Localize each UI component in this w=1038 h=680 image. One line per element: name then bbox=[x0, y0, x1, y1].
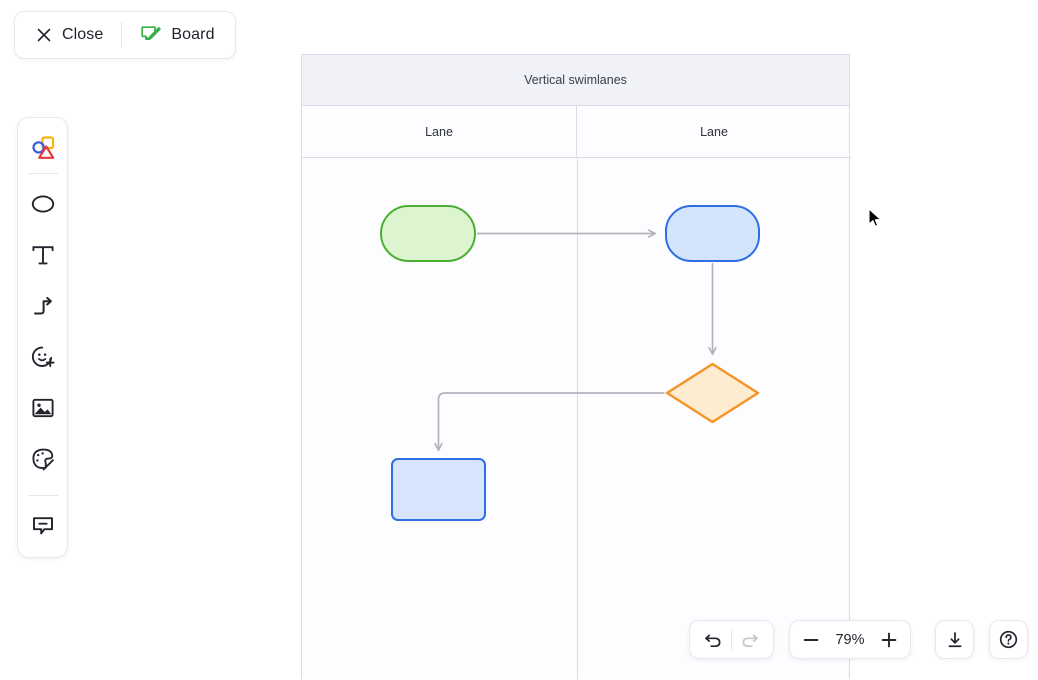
zoom-in-button[interactable] bbox=[874, 625, 904, 655]
shapes-icon bbox=[30, 135, 56, 161]
shape-process-a-rounded[interactable] bbox=[665, 205, 760, 262]
tool-shapes[interactable] bbox=[23, 128, 63, 167]
connector-arrow-icon bbox=[30, 293, 56, 319]
zoom-toolbar: 79% bbox=[789, 620, 911, 659]
redo-button[interactable] bbox=[735, 625, 765, 655]
export-button[interactable] bbox=[935, 620, 974, 659]
comment-icon bbox=[30, 512, 56, 538]
palette-pen-icon bbox=[30, 446, 56, 472]
text-t-icon bbox=[30, 242, 56, 268]
help-question-icon bbox=[998, 629, 1019, 650]
top-bar: Close Board bbox=[14, 11, 236, 59]
history-divider bbox=[731, 629, 732, 650]
ellipse-icon bbox=[30, 191, 56, 217]
tool-draw[interactable] bbox=[23, 440, 63, 479]
close-x-icon bbox=[35, 26, 53, 44]
tool-sticker[interactable] bbox=[23, 337, 63, 376]
close-button-label: Close bbox=[62, 26, 104, 43]
tool-divider-2 bbox=[27, 494, 58, 496]
lane-header-1[interactable]: Lane bbox=[577, 106, 851, 158]
swimlane-title: Vertical swimlanes bbox=[302, 55, 849, 106]
top-bar-divider bbox=[121, 22, 123, 48]
plus-icon bbox=[879, 630, 899, 650]
history-toolbar bbox=[689, 620, 774, 659]
undo-arrow-icon bbox=[703, 630, 723, 650]
close-button[interactable]: Close bbox=[29, 18, 109, 52]
tool-ellipse[interactable] bbox=[23, 184, 63, 223]
lane-divider bbox=[577, 158, 578, 680]
zoom-out-button[interactable] bbox=[796, 625, 826, 655]
help-button[interactable] bbox=[989, 620, 1028, 659]
tool-connector[interactable] bbox=[23, 286, 63, 325]
whiteboard-pen-icon bbox=[140, 25, 162, 45]
image-icon bbox=[30, 395, 56, 421]
smiley-plus-icon bbox=[30, 344, 56, 370]
zoom-level-value[interactable]: 79% bbox=[835, 631, 865, 648]
undo-button[interactable] bbox=[698, 625, 728, 655]
tool-comment[interactable] bbox=[23, 506, 63, 545]
lane-header-0[interactable]: Lane bbox=[302, 106, 577, 158]
minus-icon bbox=[801, 630, 821, 650]
tool-text[interactable] bbox=[23, 235, 63, 274]
shape-process-b-rectangle[interactable] bbox=[391, 458, 486, 521]
board-button[interactable]: Board bbox=[134, 18, 220, 52]
redo-arrow-icon bbox=[740, 630, 760, 650]
shape-decision-diamond[interactable] bbox=[665, 362, 760, 424]
download-icon bbox=[945, 630, 965, 650]
board-button-label: Board bbox=[171, 26, 215, 43]
tool-panel bbox=[17, 117, 68, 558]
tool-image[interactable] bbox=[23, 389, 63, 428]
tool-divider-1 bbox=[27, 173, 58, 175]
shape-start-stadium[interactable] bbox=[380, 205, 476, 262]
swimlane-container[interactable]: Vertical swimlanes Lane Lane bbox=[301, 54, 851, 680]
